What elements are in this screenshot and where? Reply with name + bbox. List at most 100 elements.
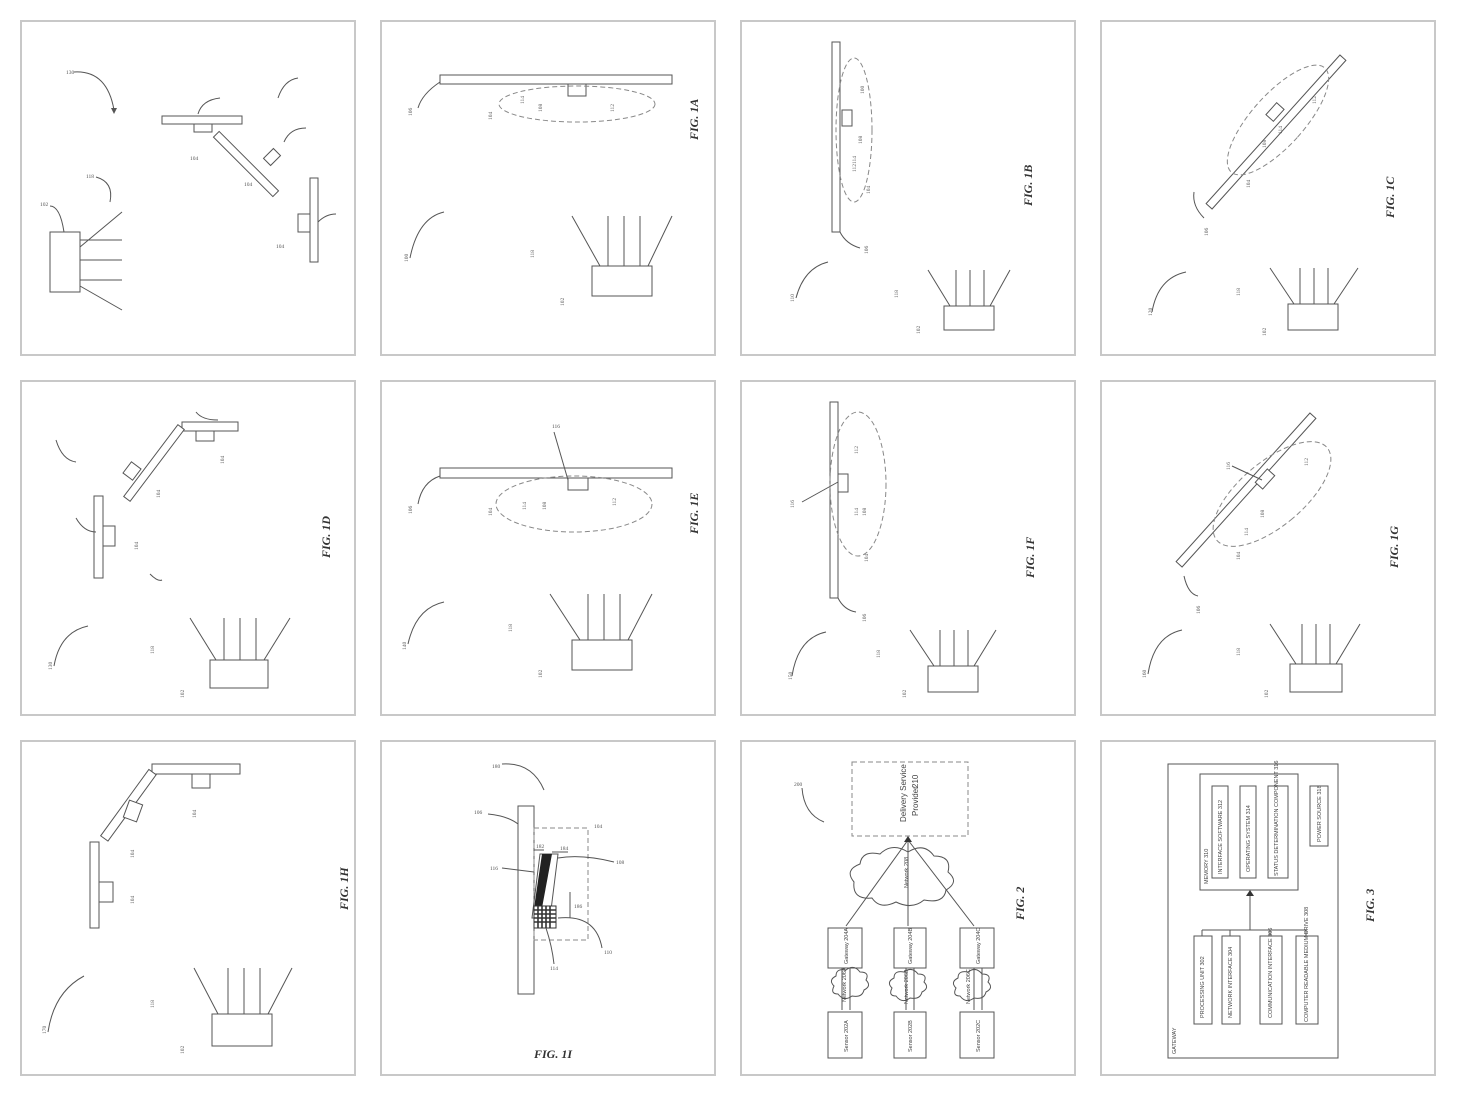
ref-102: 102 [560, 298, 566, 307]
ref-118: 118 [1236, 288, 1242, 296]
figure-1i-drawing: 180 106 104 108 182 184 116 186 110 114 … [474, 763, 625, 1061]
operating-system-label: OPERATING SYSTEM 314 [1246, 805, 1252, 872]
figure-caption: FIG. 1E [687, 493, 701, 535]
processing-unit-302 [1193, 935, 1213, 1025]
ref-104: 104 [594, 824, 603, 830]
figure-1d-drawing: 104 104 104 FIG. 1D 130 118 102 [48, 411, 333, 699]
figure-caption: FIG. 1G [1387, 526, 1401, 569]
ref-118: 118 [150, 1000, 156, 1008]
ref-arrow [73, 71, 115, 111]
status-component-316 [1267, 785, 1289, 879]
zone-104 [1212, 441, 1332, 547]
surface-106 [1205, 54, 1347, 210]
crm-drive-label: COMPUTER READABLE MEDIUM DRIVE 308 [1304, 907, 1310, 1022]
surface-106 [439, 74, 673, 85]
figure-3-drawing: GATEWAY MEMORY 310 INTERFACE SOFTWARE 31… [1167, 761, 1377, 1059]
ref-106: 106 [1196, 606, 1202, 615]
plate [181, 421, 239, 432]
source-102 [1287, 303, 1339, 331]
signal-arrows-118 [571, 215, 673, 267]
source-102 [49, 231, 81, 293]
ref-114: 114 [852, 156, 858, 164]
figure-panel-1b: 100 108 114 112 104 106 FIG. 1B 110 118 … [740, 20, 1076, 356]
figure-caption: FIG. 1B [1021, 165, 1035, 207]
branch-a: Gateway 204A Network 206A Sensor 202A [827, 927, 870, 1059]
ref-184: 184 [560, 846, 569, 852]
sensor-c-label: Sensor 202C [976, 1020, 982, 1052]
ref-104: 104 [864, 554, 870, 563]
ref-108: 108 [538, 104, 544, 113]
ref-114: 114 [520, 96, 526, 104]
ref-104: 104 [130, 850, 136, 859]
ref-102: 102 [1264, 690, 1270, 699]
ref-118: 118 [508, 624, 514, 632]
signal-arrows-118 [79, 211, 123, 311]
figure-1g-drawing: 116 112 108 114 104 106 FIG. 1G 160 118 … [1142, 412, 1401, 699]
gateway-a-label: Gateway 204A [844, 928, 850, 964]
figure-caption: FIG. 1F [1023, 537, 1037, 579]
ref-104: 104 [220, 456, 226, 465]
ref-118: 118 [1236, 648, 1242, 656]
ref-102: 102 [538, 670, 544, 679]
branch-b: Gateway 204B Network 206B Sensor 202B [888, 927, 928, 1059]
figure-panel-1f: 116 112 114 108 104 106 FIG. 1F 150 118 … [740, 380, 1076, 716]
ref-108: 108 [858, 136, 864, 145]
sensor-108 [567, 477, 589, 491]
figure-caption: FIG. 1H [337, 867, 351, 911]
figure-panel-1g: 116 112 108 114 104 106 FIG. 1G 160 118 … [1100, 380, 1436, 716]
ref-114: 114 [854, 508, 860, 516]
zone-104 [829, 411, 887, 557]
zone-104 [1226, 64, 1330, 176]
ref-170: 170 [42, 1026, 48, 1035]
ref-102: 102 [180, 690, 186, 699]
ref-118: 118 [876, 650, 882, 658]
ref-102: 102 [1262, 328, 1268, 337]
ref-104: 104 [276, 244, 285, 250]
provider-name: Delivery Service [899, 764, 908, 822]
ref-118: 118 [894, 290, 900, 298]
zone-104 [498, 85, 656, 123]
interface-software-label: INTERFACE SOFTWARE 312 [1218, 800, 1224, 874]
source-102 [571, 639, 633, 671]
status-label: STATUS DETERMINATION COMPONENT 316 [1274, 761, 1280, 876]
ref-104: 104 [1246, 180, 1252, 189]
ref-120: 120 [1148, 308, 1154, 317]
plate [151, 763, 241, 775]
ref-108: 108 [616, 860, 625, 866]
ref-104: 104 [1236, 552, 1242, 561]
ref-118: 118 [530, 250, 536, 258]
signal-arrows-118 [1269, 623, 1361, 665]
figure-130-drawing: 130 102 118 104 104 104 [40, 70, 337, 311]
figure-caption: FIG. 1A [687, 99, 701, 141]
ref-106: 106 [864, 246, 870, 255]
figure-panel-1i: 180 106 104 108 182 184 116 186 110 114 … [380, 740, 716, 1076]
gateway-204c [959, 927, 995, 969]
source-102 [591, 265, 653, 297]
figure-panel-1h: 104 104 104 FIG. 1H 170 118 102 [20, 740, 356, 1076]
network-206b [888, 968, 928, 1002]
sensor-108 [837, 473, 849, 493]
branch-c: Gateway 204C Network 206C Sensor 202C [952, 927, 995, 1059]
surface-106 [1175, 412, 1317, 568]
figure-panel-1a: 106 104 114 108 112 FIG. 1A 100 118 102 [380, 20, 716, 356]
figure-panel-3: GATEWAY MEMORY 310 INTERFACE SOFTWARE 31… [1100, 740, 1436, 1076]
ref-130: 130 [48, 662, 54, 671]
figure-1c-drawing: 112 114 108 104 106 FIG. 1C 120 118 102 [1148, 54, 1397, 337]
sensor-202a [827, 1011, 863, 1059]
ref-110: 110 [790, 294, 796, 302]
surface-106 [439, 467, 673, 479]
memory-label: MEMORY 310 [1204, 849, 1210, 884]
gateway-label: GATEWAY [1172, 1027, 1178, 1054]
ref-186: 186 [574, 904, 583, 910]
ref-110: 110 [604, 950, 612, 956]
signal-arrows-118 [1269, 267, 1359, 305]
ref-104: 104 [130, 896, 136, 905]
surface-106 [517, 805, 535, 995]
ref-102: 102 [40, 202, 49, 208]
ref-102: 102 [902, 690, 908, 699]
provider-line2: Provider [911, 786, 920, 816]
ref-130: 130 [66, 70, 75, 76]
source-102 [943, 305, 995, 331]
figure-panel-1e: 116 106 104 114 108 112 FIG. 1E 140 118 … [380, 380, 716, 716]
ref-114: 114 [1244, 528, 1250, 536]
